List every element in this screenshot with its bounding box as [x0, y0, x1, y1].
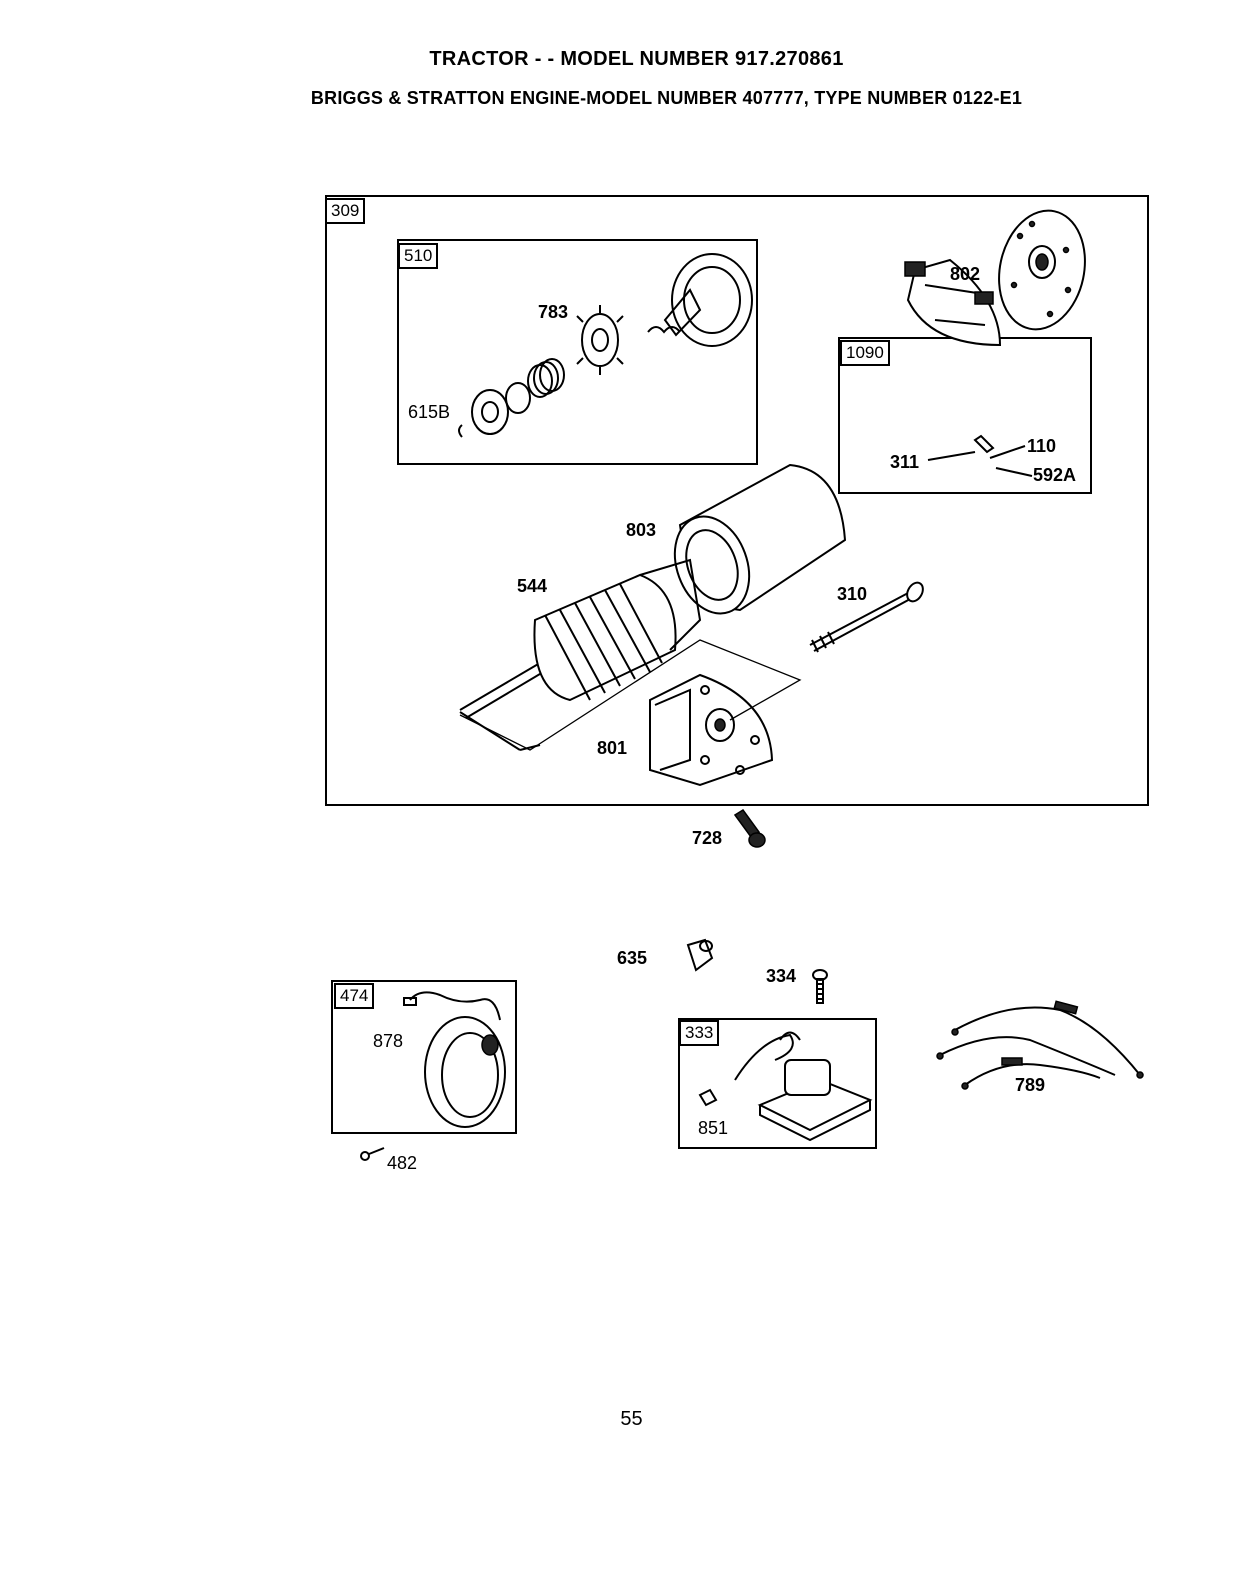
part-label-803: 803 — [626, 520, 656, 540]
screw-482-illustration — [361, 1148, 384, 1160]
part-label-635: 635 — [617, 948, 647, 968]
part-label-110: 110 — [1027, 436, 1056, 456]
part-label-878: 878 — [373, 1031, 403, 1051]
part-label-801: 801 — [597, 738, 627, 758]
part-label-802: 802 — [950, 264, 980, 284]
end-plate-802-illustration — [988, 203, 1095, 338]
part-label-310: 310 — [837, 584, 867, 604]
part-label-789: 789 — [1015, 1075, 1045, 1095]
screw-334-illustration — [813, 970, 827, 1003]
part-label-311: 311 — [890, 452, 919, 472]
drive-assembly-510-illustration — [459, 254, 752, 437]
part-label-544: 544 — [517, 576, 547, 596]
part-label-783: 783 — [538, 302, 568, 322]
through-bolt-310-illustration — [810, 580, 926, 652]
fitting-635-illustration — [688, 940, 712, 970]
part-label-482: 482 — [387, 1153, 417, 1173]
page-number: 55 — [0, 1408, 1233, 1431]
motor-housing-803-illustration — [662, 465, 845, 624]
alternator-878-illustration — [404, 992, 505, 1127]
part-label-728: 728 — [692, 828, 722, 848]
part-label-851: 851 — [698, 1118, 728, 1138]
screw-728-illustration — [735, 810, 765, 847]
part-label-334: 334 — [766, 966, 796, 986]
part-label-592A: 592A — [1033, 465, 1076, 485]
part-label-615B: 615B — [408, 402, 450, 422]
